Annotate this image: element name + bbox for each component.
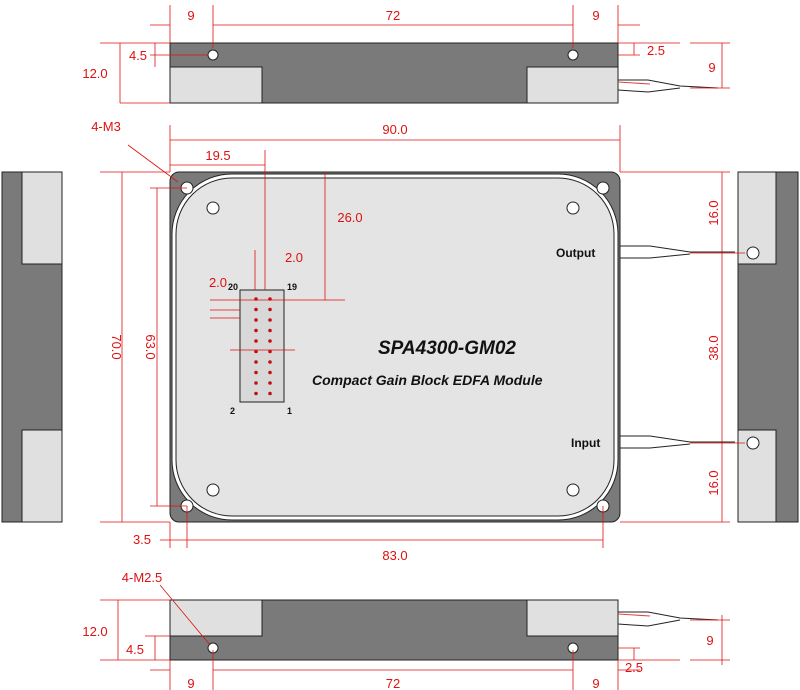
mount-hole: [596, 181, 610, 195]
connector-pin: [254, 328, 258, 333]
connector-pin: [254, 349, 258, 354]
input-fiber: [620, 435, 735, 449]
dim-label: 16.0: [706, 470, 721, 495]
pin-label-2: 2: [230, 406, 235, 416]
right-side-view: 16.0 38.0 16.0: [620, 171, 799, 523]
plan-view: 20 19 2 1 SPA4300-GM02 Compact Gain Bloc…: [91, 119, 735, 563]
dim-label: 9: [708, 60, 715, 75]
connector-pin: [268, 391, 272, 396]
pin-label-20: 20: [228, 282, 238, 292]
input-port-label: Input: [571, 436, 600, 450]
left-side-view: [1, 171, 63, 523]
connector-pin: [268, 328, 272, 333]
dim-label: 26.0: [337, 210, 362, 225]
dim-label: 72: [386, 676, 400, 690]
dim-label: 38.0: [706, 335, 721, 360]
connector-pin: [254, 391, 258, 396]
connector-pin: [268, 349, 272, 354]
pin-header: [239, 289, 285, 403]
mount-hole-callout: 4-M3: [91, 119, 121, 134]
bottom-side-view: 4-M2.5 12.0 4.5 9 2.5 9 72 9: [82, 570, 730, 690]
pin-label-1: 1: [287, 406, 292, 416]
connector-pin: [254, 360, 258, 364]
connector-pin: [268, 318, 272, 322]
model-name: SPA4300-GM02: [378, 338, 516, 359]
connector-pin: [254, 381, 258, 385]
output-port-label: Output: [556, 246, 595, 260]
connector-pin: [268, 307, 272, 312]
top-side-view: 9 72 9 4.5 12.0 2.5 9: [82, 5, 730, 104]
connector-pin: [254, 307, 258, 312]
dim-label: 9: [592, 8, 599, 23]
screw-hole: [567, 49, 579, 61]
screw-hole: [746, 436, 760, 450]
dim-label: 2.5: [647, 43, 665, 58]
dim-label: 12.0: [82, 66, 107, 81]
output-fiber: [620, 245, 735, 259]
connector-pin: [268, 360, 272, 364]
dim-label: 16.0: [706, 200, 721, 225]
dim-label: 70.0: [109, 334, 124, 359]
lid-screw: [206, 483, 220, 497]
connector-pin: [254, 339, 258, 343]
module-description: Compact Gain Block EDFA Module: [312, 372, 543, 388]
dim-label: 2.0: [209, 275, 227, 290]
dim-label: 9: [187, 676, 194, 690]
lid-screw: [566, 201, 580, 215]
dim-label: 63.0: [143, 334, 158, 359]
connector-pin: [254, 370, 258, 375]
dim-label: 19.5: [205, 148, 230, 163]
lid-screw: [566, 483, 580, 497]
dim-label: 2.5: [625, 660, 643, 675]
fiber-pigtails: [617, 79, 719, 93]
connector-pin: [254, 318, 258, 322]
screw-hole: [746, 246, 760, 260]
fiber-pigtails: [617, 611, 719, 627]
pin-label-19: 19: [287, 282, 297, 292]
bottom-view-dimensions: [100, 584, 730, 690]
connector-pin: [268, 370, 272, 375]
lid: [175, 177, 615, 517]
dim-label: 3.5: [133, 532, 151, 547]
connector-pin: [268, 381, 272, 385]
dim-label: 12.0: [82, 624, 107, 639]
dim-label: 2.0: [285, 250, 303, 265]
pin-grid: [254, 297, 272, 396]
dim-label: 4.5: [126, 642, 144, 657]
mount-hole-callout: 4-M2.5: [122, 570, 162, 585]
screw-hole: [207, 49, 219, 61]
dim-label: 4.5: [129, 48, 147, 63]
right-view-dimensions: [620, 171, 745, 523]
dim-label: 9: [592, 676, 599, 690]
dim-label: 72: [386, 8, 400, 23]
connector-pin: [268, 339, 272, 343]
lid-screw: [206, 201, 220, 215]
dim-label: 83.0: [382, 548, 407, 563]
dim-label: 9: [187, 8, 194, 23]
top-view-dimensions: [100, 5, 730, 104]
dim-label: 90.0: [382, 122, 407, 137]
plan-view-dimensions: [100, 125, 621, 548]
dim-label: 9: [706, 633, 713, 648]
